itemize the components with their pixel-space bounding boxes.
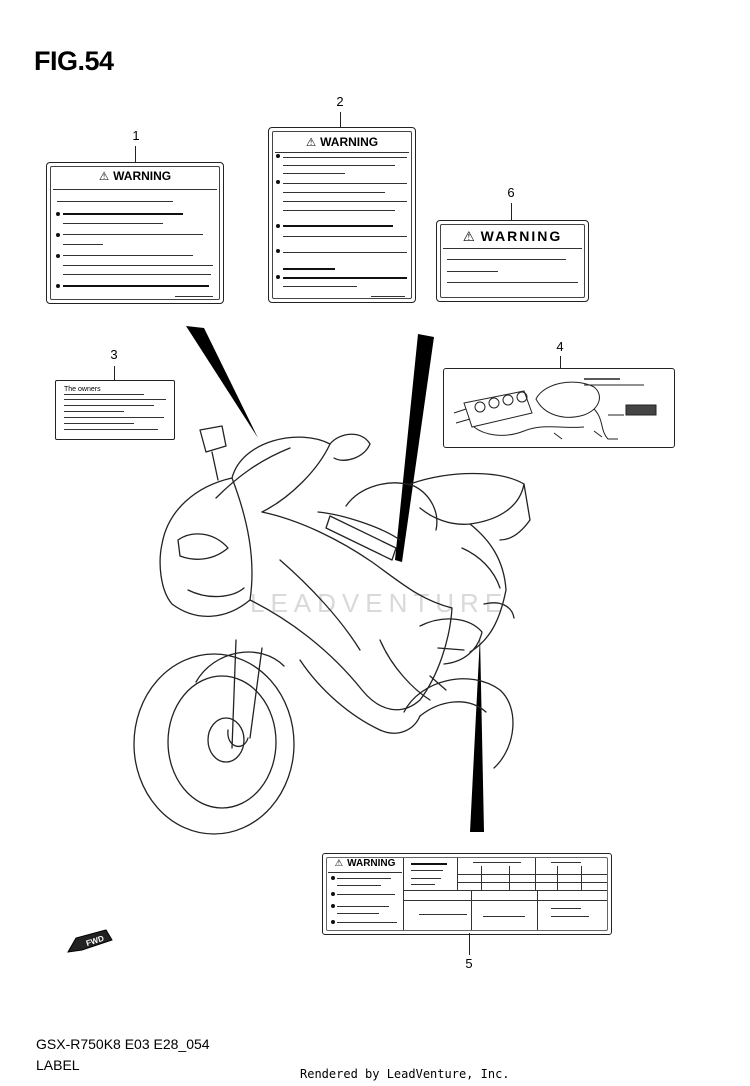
callout-5: 5: [465, 956, 473, 971]
label-6-heading: WARNING: [480, 228, 563, 244]
callout-1-leader: [135, 146, 136, 164]
warning-triangle-icon: ⚠: [334, 858, 344, 869]
label-3-owners: The owners: [55, 380, 175, 440]
figure-title: FIG.54: [34, 46, 114, 76]
callout-2-leader: [340, 112, 341, 128]
label-4-hose-routing: [443, 368, 675, 448]
label-5-heading: WARNING: [347, 858, 396, 869]
warning-triangle-icon: ⚠: [98, 171, 110, 183]
callout-3: 3: [110, 347, 118, 362]
label-1-heading: WARNING: [113, 169, 172, 183]
warning-triangle-icon: ⚠: [462, 229, 477, 244]
model-code: GSX-R750K8 E03 E28_054: [36, 1036, 210, 1052]
label-1-warning: ⚠WARNING: [46, 162, 224, 304]
watermark-text: LEADVENTURE: [250, 588, 508, 618]
callout-6: 6: [507, 185, 515, 200]
callout-5-leader: [469, 933, 470, 955]
callout-4-leader: [560, 356, 561, 370]
rendered-by-credit: Rendered by LeadVenture, Inc.: [300, 1067, 510, 1081]
label-5-warning: ⚠WARNING: [322, 853, 612, 935]
front-tire: [133, 653, 295, 835]
callout-3-leader: [114, 366, 115, 382]
label-2-warning: ⚠WARNING: [268, 127, 416, 303]
warning-triangle-icon: ⚠: [305, 137, 317, 149]
callout-4: 4: [556, 339, 564, 354]
callout-2: 2: [336, 94, 344, 109]
label-3-text: The owners: [64, 386, 101, 393]
label-2-heading: WARNING: [320, 135, 379, 149]
fwd-arrow-icon: FWD: [67, 929, 113, 953]
label-6-warning: ⚠WARNING: [436, 220, 589, 302]
leader-label-5: [470, 636, 484, 832]
section-label: LABEL: [36, 1057, 80, 1073]
leader-label-1: [186, 326, 258, 438]
leader-label-2: [395, 334, 434, 562]
callout-1: 1: [132, 128, 140, 143]
callout-6-leader: [511, 203, 512, 221]
hose-routing-diagram: [453, 378, 657, 440]
